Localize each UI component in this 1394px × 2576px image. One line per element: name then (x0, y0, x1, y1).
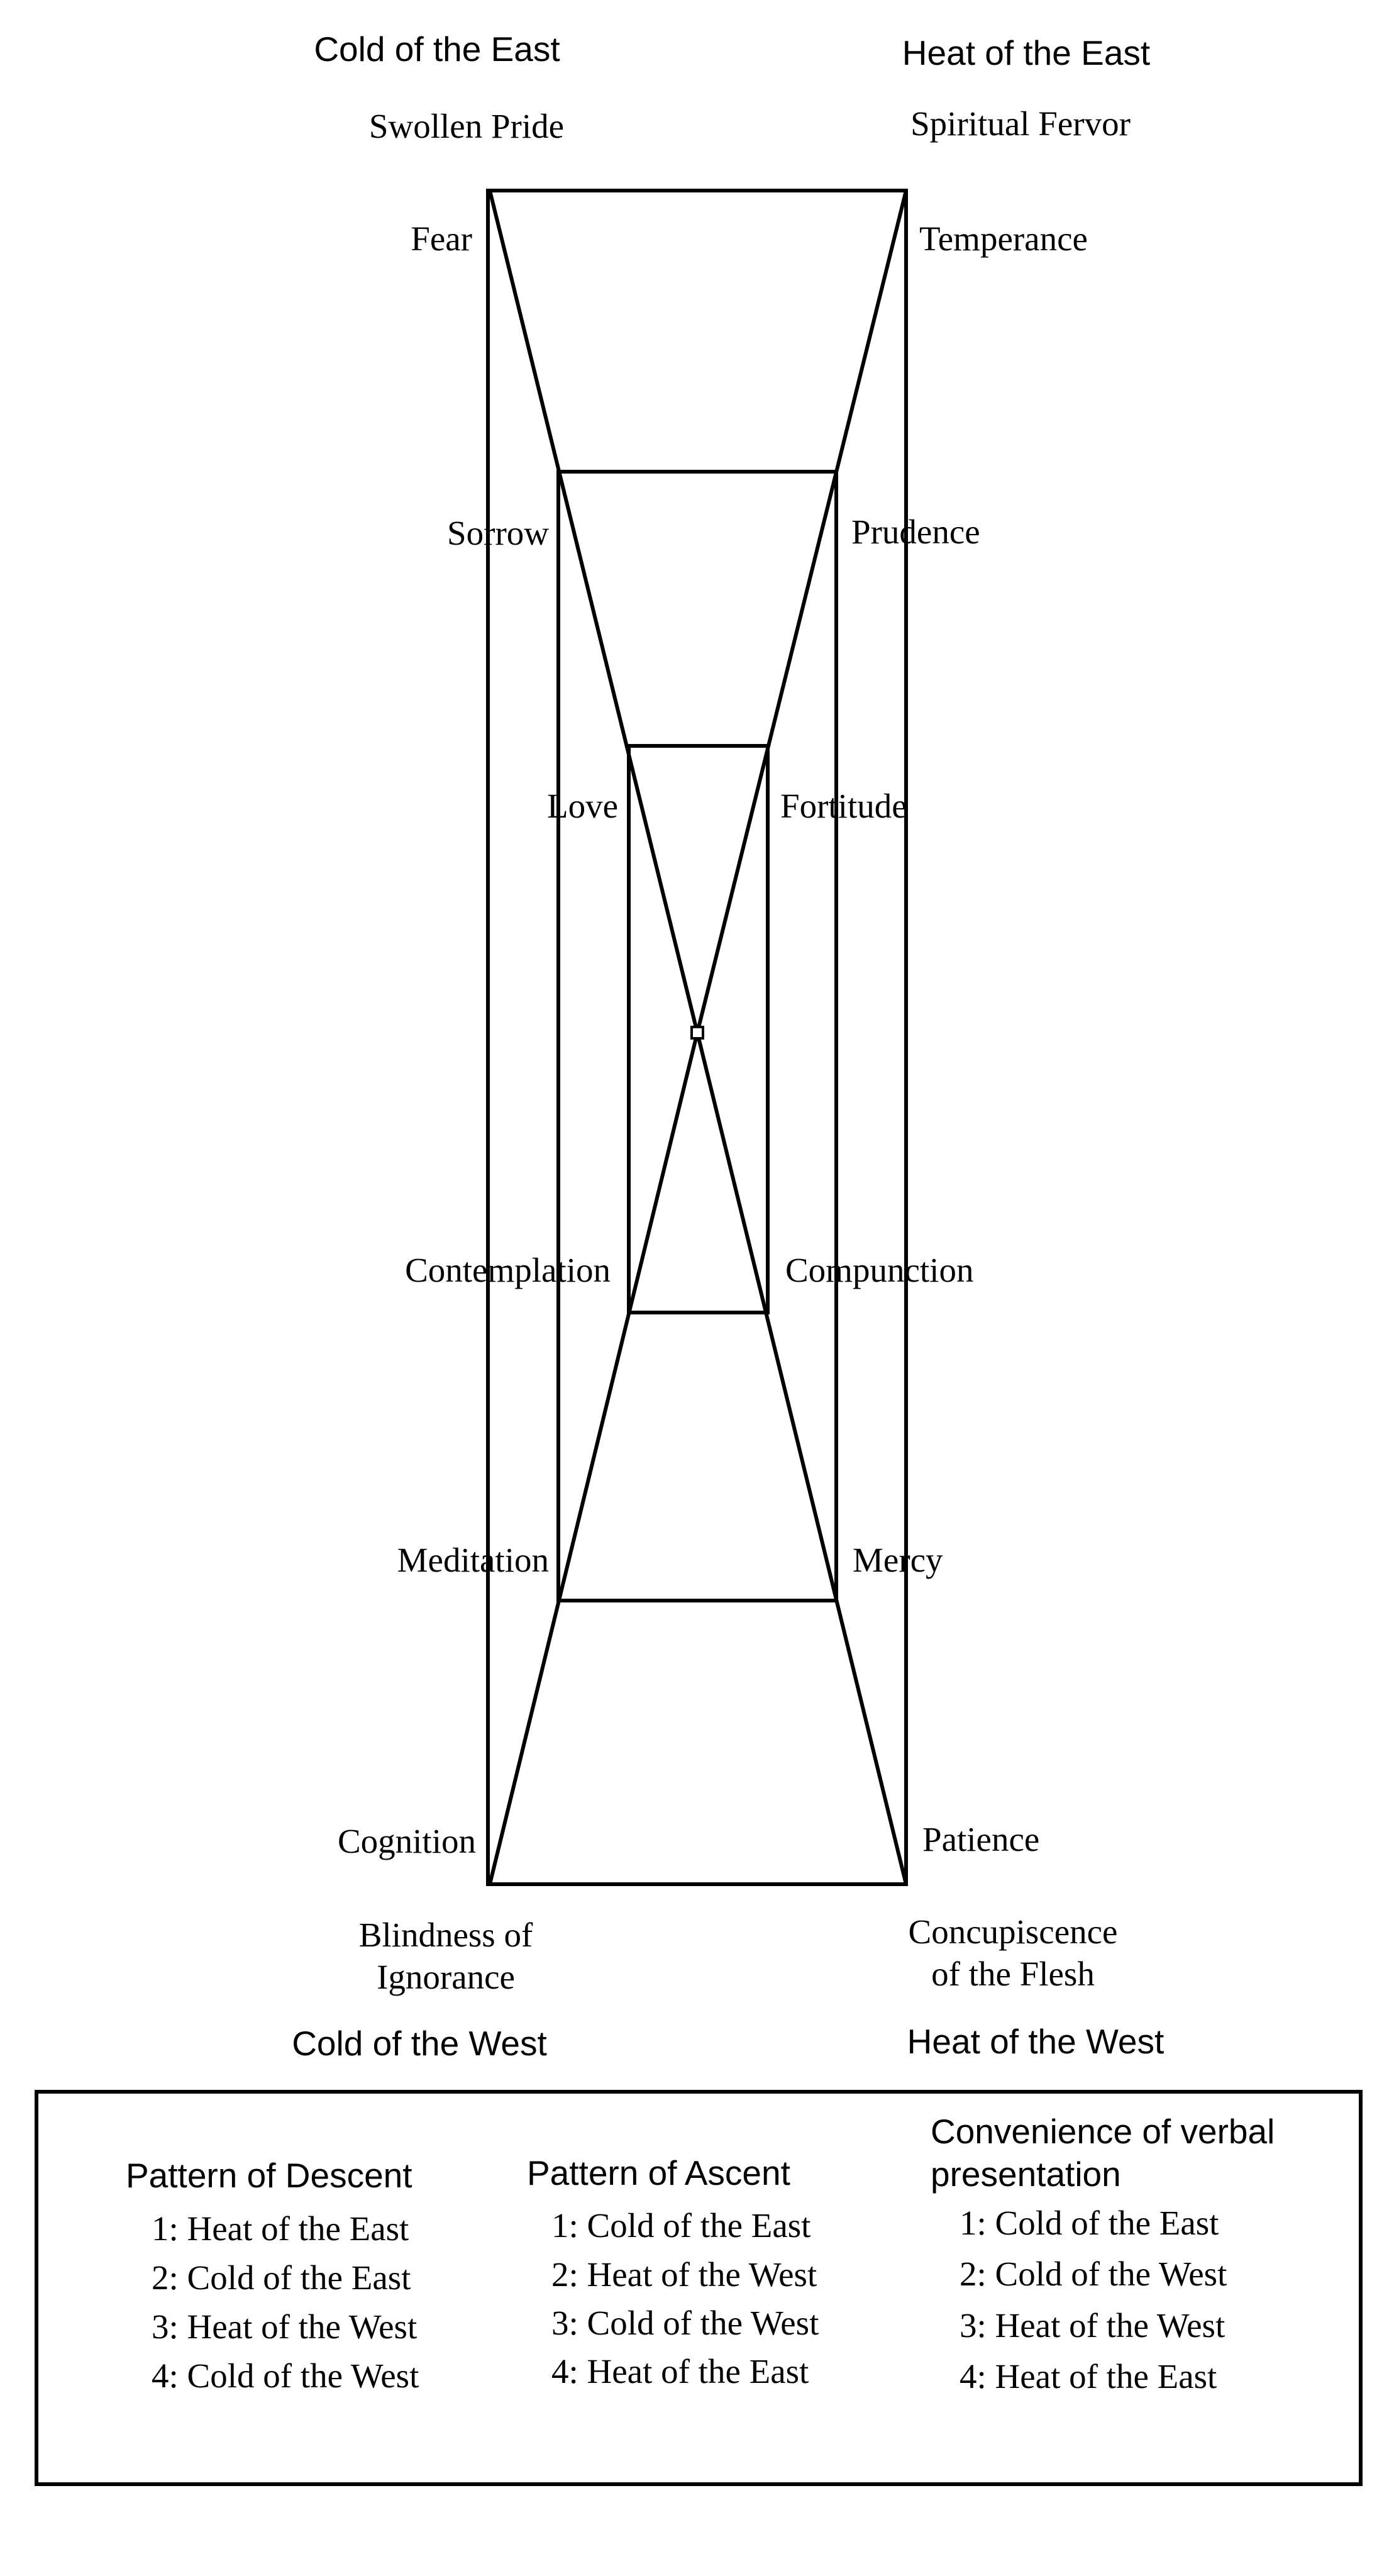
label-prudence: Prudence (851, 513, 980, 551)
pattern-convenience-item: 3: Heat of the West (960, 2306, 1225, 2345)
vice-spiritual-fervor: Spiritual Fervor (910, 104, 1131, 143)
center-point (690, 1026, 704, 1040)
label-meditation: Meditation (397, 1541, 549, 1579)
pattern-ascent-item: 1: Cold of the East (551, 2206, 810, 2245)
label-contemplation: Contemplation (405, 1251, 611, 1289)
pattern-descent-item: 3: Heat of the West (152, 2307, 417, 2346)
pattern-convenience-title-line1: Convenience of verbal (931, 2112, 1275, 2151)
pattern-ascent-title: Pattern of Ascent (527, 2153, 790, 2192)
pattern-convenience-item: 1: Cold of the East (960, 2204, 1219, 2242)
pattern-descent-title: Pattern of Descent (126, 2156, 412, 2195)
diagonal-bottom-left (488, 1032, 699, 1885)
pattern-ascent-item: 4: Heat of the East (551, 2352, 809, 2390)
pattern-descent-item: 4: Cold of the West (152, 2357, 419, 2395)
label-fortitude: Fortitude (780, 787, 907, 825)
pattern-descent-item: 1: Heat of the East (152, 2209, 409, 2248)
label-temperance: Temperance (919, 219, 1088, 258)
vice-blindness-line2: Ignorance (377, 1958, 515, 1996)
vice-concupiscence-line1: Concupiscence (909, 1913, 1118, 1951)
heading-heat-east: Heat of the East (902, 33, 1150, 72)
vice-swollen-pride: Swollen Pride (369, 107, 564, 145)
vice-concupiscence-line2: of the Flesh (931, 1955, 1095, 1993)
label-cognition: Cognition (338, 1822, 476, 1860)
pattern-ascent-item: 3: Cold of the West (551, 2304, 819, 2342)
middle-rectangle (556, 470, 838, 1602)
label-love: Love (547, 787, 618, 825)
heading-heat-west: Heat of the West (907, 2022, 1164, 2061)
pattern-ascent-item: 2: Heat of the West (551, 2255, 817, 2294)
outer-rectangle (486, 189, 908, 1886)
label-sorrow: Sorrow (447, 514, 549, 552)
inner-rectangle (627, 744, 770, 1314)
label-compunction: Compunction (785, 1251, 973, 1289)
pattern-descent-item: 2: Cold of the East (152, 2258, 411, 2297)
heading-cold-east: Cold of the East (314, 30, 560, 69)
label-mercy: Mercy (853, 1541, 943, 1579)
diagonal-bottom-right (695, 1032, 908, 1885)
heading-cold-west: Cold of the West (292, 2024, 547, 2063)
label-patience: Patience (922, 1820, 1039, 1858)
patterns-box (35, 2090, 1363, 2486)
pattern-convenience-title-line2: presentation (931, 2155, 1121, 2194)
pattern-convenience-item: 4: Heat of the East (960, 2357, 1217, 2396)
pattern-convenience-item: 2: Cold of the West (960, 2255, 1227, 2293)
vice-blindness-line1: Blindness of (359, 1916, 533, 1954)
label-fear: Fear (411, 219, 472, 258)
diagonal-top-left (488, 190, 699, 1033)
diagonal-top-right (695, 190, 908, 1033)
